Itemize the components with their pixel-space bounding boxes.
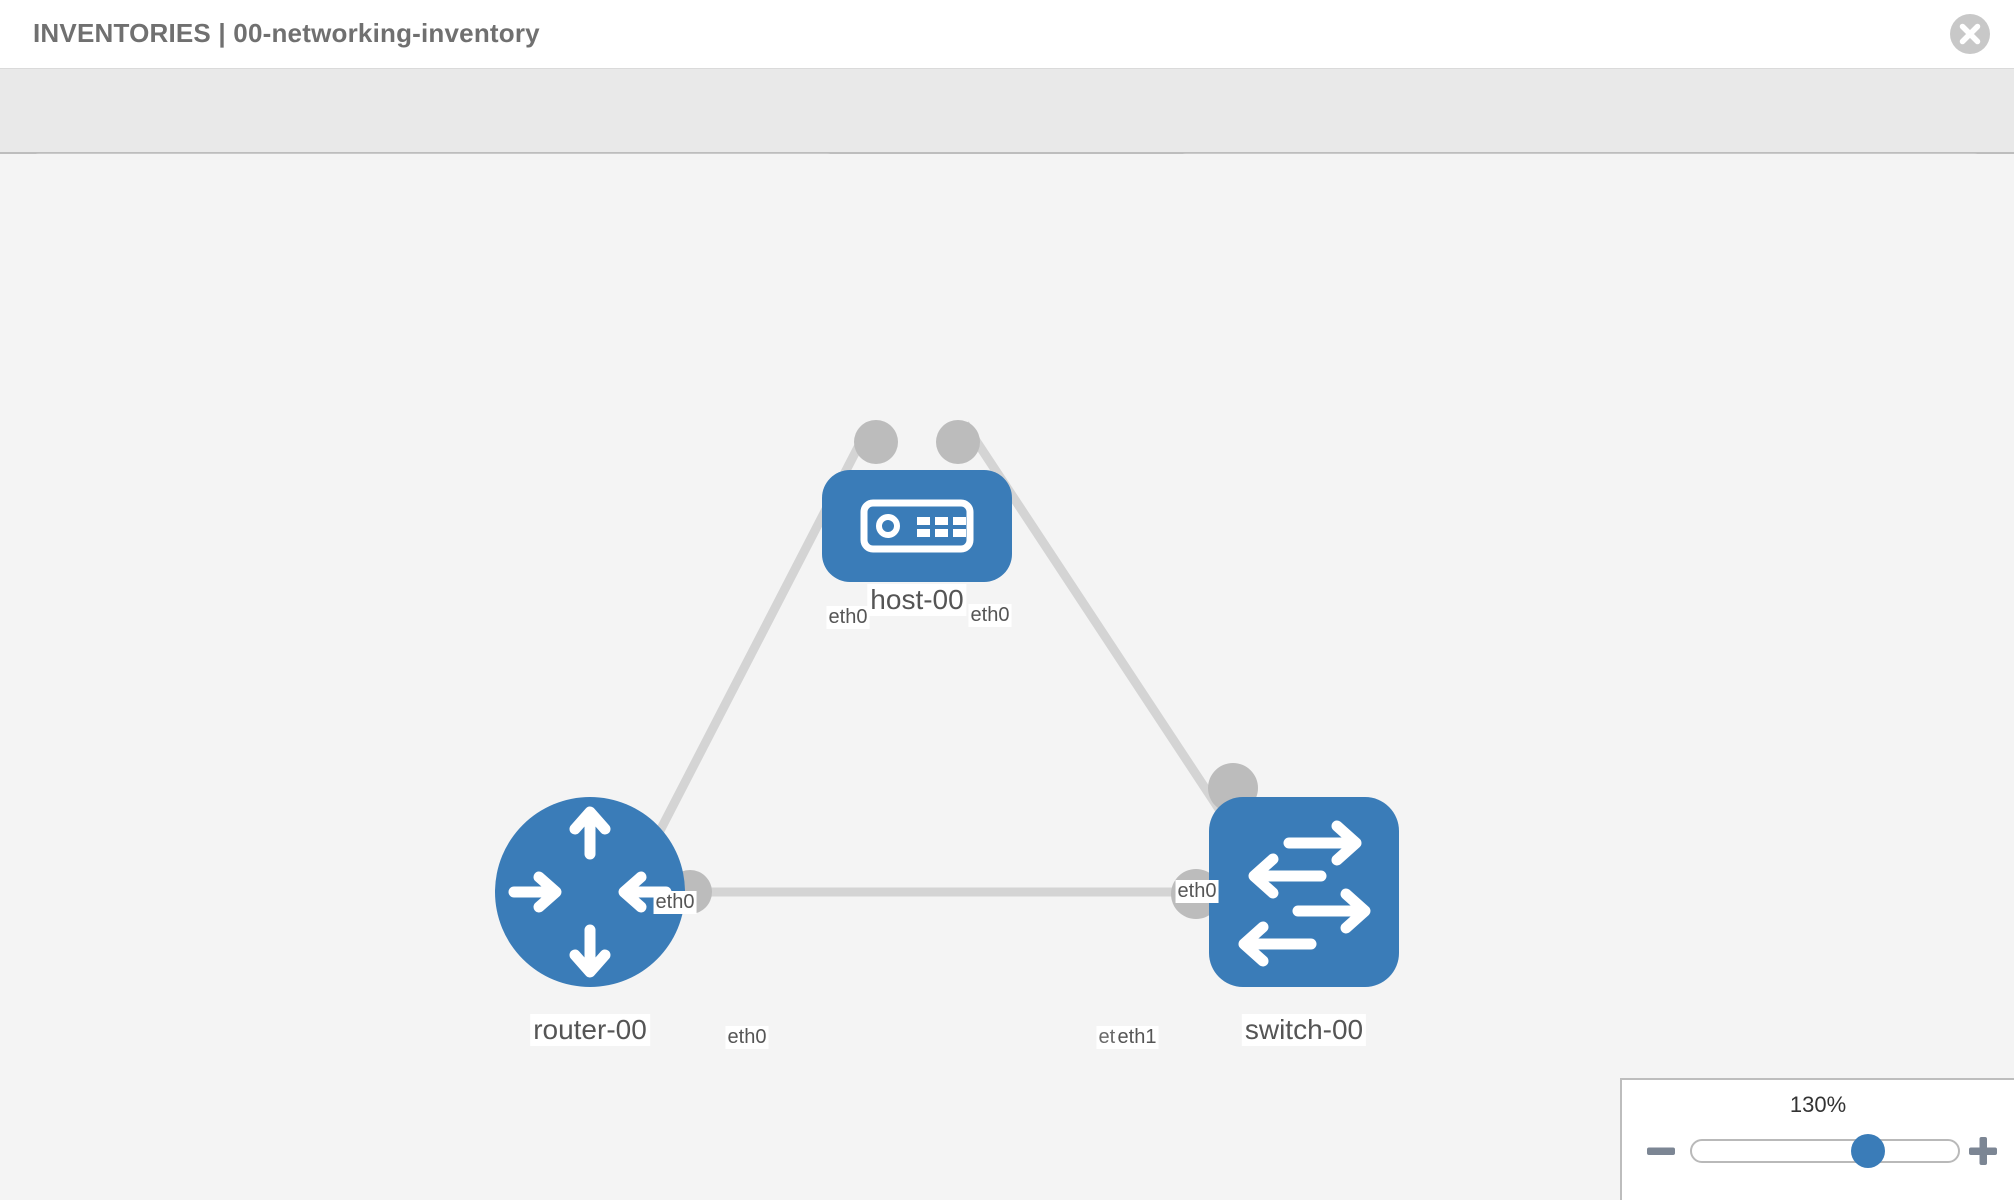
iface-dot-host00-left: [854, 420, 898, 464]
plus-icon[interactable]: [1966, 1134, 2000, 1168]
iface-label-switch00-to-host00[interactable]: eth0: [1175, 880, 1219, 903]
page-title: INVENTORIES | 00-networking-inventory: [33, 18, 540, 48]
zoom-slider-track[interactable]: [1690, 1134, 1960, 1168]
topology-canvas[interactable]: host-00 router-00 switch-00 eth0 eth0 et…: [0, 154, 2014, 1200]
switch-arrows-icon: [1238, 820, 1371, 967]
iface-label-router00-to-switch00[interactable]: eth0: [725, 1026, 769, 1049]
node-router-00-shape: [495, 797, 685, 987]
node-host-00: [822, 470, 1012, 582]
iface-label-host00-to-router00[interactable]: eth0: [826, 606, 870, 629]
close-icon[interactable]: [1950, 14, 1990, 54]
minus-icon[interactable]: [1644, 1134, 1678, 1168]
page-header: INVENTORIES | 00-networking-inventory: [0, 0, 2014, 68]
iface-label-host00-to-switch00[interactable]: eth0: [968, 604, 1012, 627]
topology-graph: [495, 420, 1399, 987]
iface-label-router00-to-host00[interactable]: eth0: [653, 891, 697, 914]
node-host-00-shape: [822, 470, 1012, 582]
server-icon: [860, 499, 974, 553]
zoom-slider-handle[interactable]: [1850, 1134, 1885, 1168]
node-switch-00-shape: [1209, 797, 1399, 987]
iface-dot-host00-right: [936, 420, 980, 464]
node-switch-00: [1209, 797, 1399, 987]
node-label-switch-00[interactable]: switch-00: [1241, 1014, 1367, 1046]
node-label-host-00[interactable]: host-00: [867, 584, 967, 616]
toolbar: ACTIONS SEARCH: [0, 68, 2014, 209]
zoom-control-panel: 130%: [1620, 1078, 2014, 1200]
zoom-slider-row: [1622, 1130, 2014, 1174]
iface-label-switch00-to-router00[interactable]: eth1: [1115, 1026, 1159, 1049]
zoom-level-value: 130%: [1789, 1092, 1847, 1117]
node-label-router-00[interactable]: router-00: [530, 1014, 650, 1046]
